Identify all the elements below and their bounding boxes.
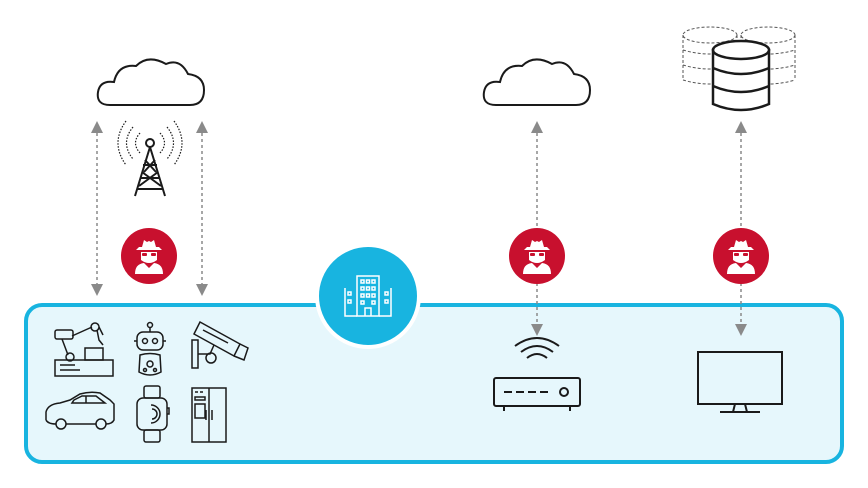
robot-icon bbox=[134, 321, 166, 376]
wifi-router-icon bbox=[493, 337, 581, 411]
smartwatch-icon bbox=[136, 385, 170, 443]
robot-arm-icon bbox=[54, 322, 114, 377]
hacker-icon bbox=[121, 228, 177, 284]
database-cluster bbox=[682, 26, 796, 112]
database-icon bbox=[711, 39, 771, 112]
cloud-icon bbox=[482, 58, 592, 106]
security-camera-icon bbox=[191, 320, 249, 369]
cell-tower-icon bbox=[117, 120, 183, 197]
hacker-icon bbox=[713, 228, 769, 284]
enterprise-boundary bbox=[24, 303, 844, 464]
hacker-icon bbox=[509, 228, 565, 284]
refrigerator-icon bbox=[191, 387, 227, 443]
tv-icon bbox=[697, 351, 783, 413]
cloud-icon bbox=[96, 58, 206, 106]
car-icon bbox=[45, 391, 115, 430]
office-building-icon bbox=[315, 243, 421, 349]
